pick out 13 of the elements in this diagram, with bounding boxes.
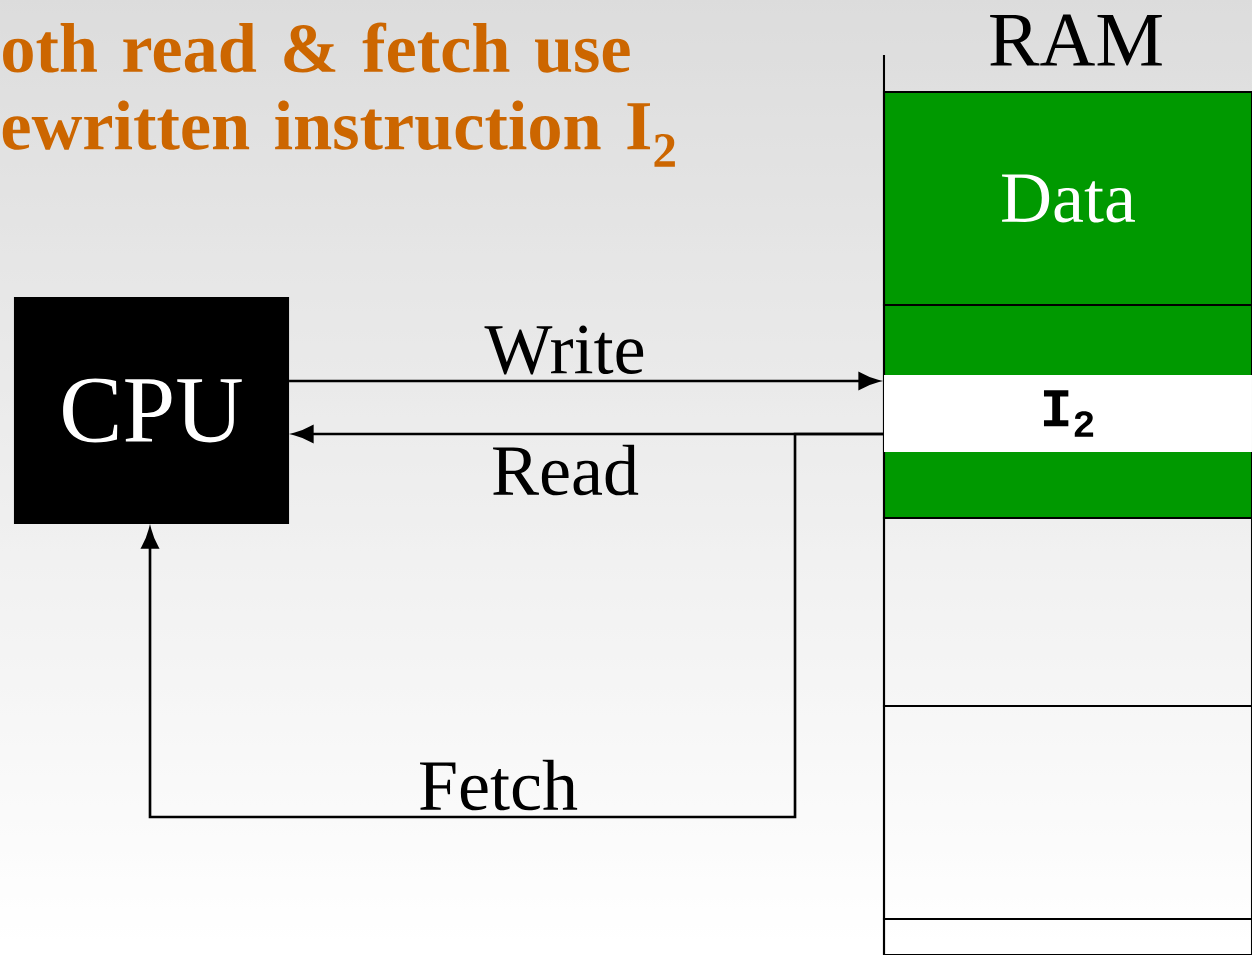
memory-region: Data — [882, 90, 1252, 307]
title: oth read & fetch use ewritten instruction I$_{2}$ — [2, 22, 675, 167]
arrow — [289, 372, 880, 390]
memory-region — [882, 917, 1252, 955]
edge-label: Write — [484, 325, 644, 375]
memory-region — [882, 704, 1252, 921]
edge-label: Fetch — [420, 759, 578, 811]
memory-region — [882, 516, 1252, 708]
arrow — [141, 432, 884, 819]
node-label: RAM — [990, 14, 1162, 66]
edge-label: Read — [493, 444, 639, 496]
cpu-box: CPU — [13, 296, 290, 525]
instruction-cell: I$_{2}$ — [884, 375, 1252, 452]
